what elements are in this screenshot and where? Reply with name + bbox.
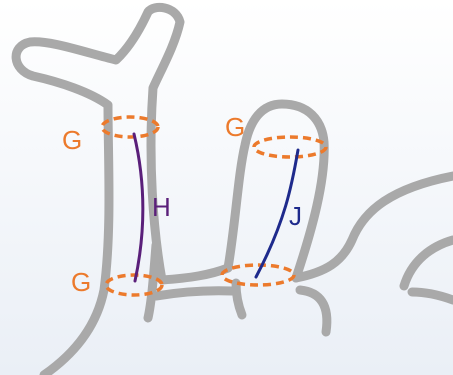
connecting-vessel-wall [151, 286, 237, 301]
right-vessel-lower-arc [399, 235, 453, 291]
label-h: H [152, 192, 171, 222]
label-g-lower-left: G [71, 267, 91, 297]
graft-line-h [132, 132, 145, 283]
lower-right-cuff [220, 263, 296, 287]
graft-line-j [254, 148, 300, 279]
middle-vessel [151, 99, 329, 320]
upper-right-cuff [252, 135, 328, 159]
right-vessel-bottom-wall [407, 287, 453, 305]
middle-vessel-inner-wall [231, 278, 247, 320]
left-vessel-outer-wall [11, 2, 185, 375]
label-g-upper-right: G [225, 112, 245, 142]
upper-left-cuff [100, 115, 160, 139]
lower-left-cuff [104, 273, 164, 297]
label-j: J [289, 201, 302, 231]
label-g-upper-left: G [62, 125, 82, 155]
right-vessel-upper-wall [291, 171, 453, 283]
middle-vessel-outer-wall [157, 99, 329, 285]
right-vessel [291, 171, 453, 337]
left-vessel [11, 2, 185, 375]
left-vessel-inner-wall [143, 240, 161, 323]
right-vessel-middle-wall [295, 285, 332, 337]
